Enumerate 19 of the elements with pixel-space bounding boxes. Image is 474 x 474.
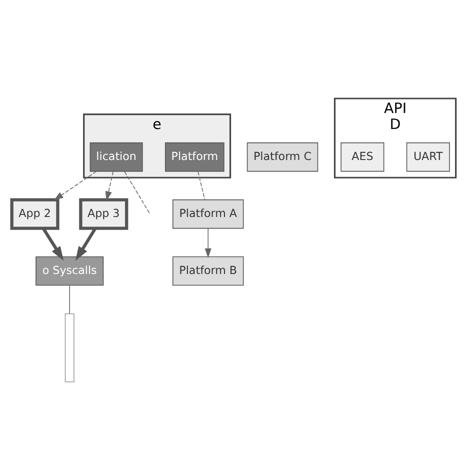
node-box: Platform A [172,199,244,229]
node-box: o Syscalls [36,256,104,286]
node-box: lication [90,142,143,172]
node-box: App 2 [10,198,60,230]
arrow [204,228,212,258]
node-box: Platform B [172,256,244,286]
connector [198,171,206,200]
connector [124,171,150,214]
node-box: AES [340,142,384,172]
arrow [54,171,97,200]
node-box: App 3 [79,198,128,230]
arrow [42,228,64,261]
arrow [105,171,114,201]
node-box: UART [406,142,450,172]
node-box: Platform C [246,142,318,172]
node-box: Platform [164,142,224,172]
arrow [75,228,97,261]
node-bracket [64,313,74,382]
connector [69,285,70,314]
